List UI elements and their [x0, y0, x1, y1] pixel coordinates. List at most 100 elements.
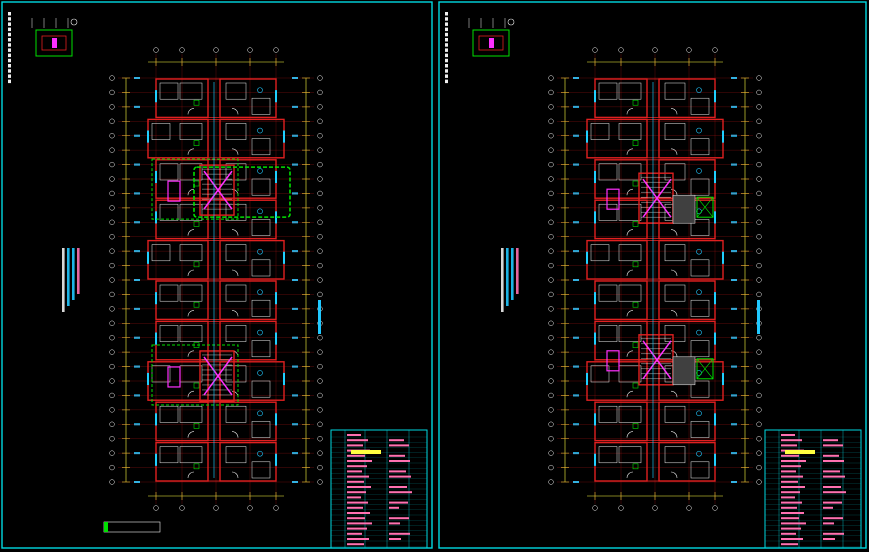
fixture [632, 180, 639, 187]
stair-run [203, 356, 233, 396]
room [179, 325, 203, 342]
axis-bubble-left [109, 176, 115, 182]
axis-bubble-top [213, 47, 219, 53]
axis-bubble-bottom [686, 505, 692, 511]
fixture [696, 127, 702, 134]
scale-bar-box [103, 521, 161, 533]
axis-bubble-left [548, 161, 554, 168]
room [590, 365, 610, 383]
title-block-text [347, 480, 364, 483]
axis-bubble-right [317, 205, 323, 211]
title-block-text [347, 460, 372, 462]
title-block-text [781, 496, 795, 499]
fixture [193, 261, 200, 268]
title-block-text [781, 460, 806, 462]
axis-bubble-left [109, 262, 115, 269]
drawing-sheet-left[interactable] [0, 0, 435, 552]
fixture [696, 87, 702, 93]
drawing-sheet-right[interactable] [437, 0, 869, 552]
caption-glyph [445, 74, 448, 78]
title-block-text [781, 512, 804, 514]
axis-bubble-right [317, 436, 323, 442]
axis-bubble-left [109, 234, 115, 240]
room [664, 163, 686, 181]
cad-drawing[interactable] [0, 0, 435, 552]
cad-drawing[interactable] [437, 0, 869, 552]
stair-run [642, 178, 672, 218]
title-block-text [389, 475, 411, 478]
title-block [764, 429, 862, 549]
caption-glyph [445, 58, 448, 63]
caption-glyph [8, 53, 11, 58]
fixture [696, 248, 702, 255]
axis-bubble-bottom [652, 505, 658, 511]
title-block [330, 429, 428, 549]
fixture [696, 450, 702, 457]
axis-bubble-bottom [618, 505, 624, 511]
door-swing [231, 269, 239, 277]
axis-bubble-left [109, 363, 115, 370]
fixture [257, 450, 263, 457]
equipment-box [696, 358, 714, 380]
door-swing [231, 350, 239, 357]
axis-bubble-right [756, 118, 762, 124]
room [618, 446, 642, 464]
room [179, 82, 203, 100]
axis-bubble-right [317, 378, 323, 384]
revision-cloud [193, 166, 291, 218]
door-swing [670, 431, 678, 438]
room [179, 446, 203, 464]
title-block-text [389, 532, 410, 535]
fixture [193, 301, 200, 308]
room [151, 244, 171, 262]
title-block-text [781, 501, 802, 504]
room [225, 325, 247, 342]
room [598, 163, 618, 181]
title-block-text [781, 538, 803, 540]
title-block-text [389, 486, 407, 488]
caption-glyph [445, 27, 448, 32]
caption-glyph [445, 64, 448, 68]
fixture [193, 99, 200, 106]
key-plan [31, 18, 78, 57]
axis-bubble-right [756, 219, 762, 225]
room [159, 163, 179, 181]
room [179, 284, 203, 302]
axis-bubble-left [548, 378, 554, 384]
door-swing [670, 310, 678, 317]
title-block-text [347, 527, 367, 530]
axis-bubble-top [618, 47, 624, 53]
door-swing [626, 390, 634, 398]
title-block-text [823, 439, 838, 442]
axis-bubble-left [548, 335, 554, 341]
door-swing [231, 390, 239, 398]
room [159, 446, 179, 464]
room [664, 123, 686, 140]
room [179, 244, 203, 262]
axis-bubble-right [317, 133, 323, 139]
title-block-text [347, 512, 370, 514]
room [225, 163, 247, 181]
title-block-text [347, 475, 369, 478]
axis-bubble-right [317, 89, 323, 96]
caption-glyph [8, 48, 11, 52]
fixture [257, 87, 263, 93]
axis-bubble-right [317, 335, 323, 341]
axis-bubble-left [109, 335, 115, 341]
room [690, 380, 710, 398]
scale-bar-mark [104, 522, 108, 532]
stair-core [606, 172, 714, 224]
room [690, 219, 710, 236]
shaded-shaft [672, 194, 696, 224]
caption-glyph [8, 58, 11, 63]
note-line [62, 248, 65, 312]
axis-bubble-top [592, 47, 598, 53]
title-block-text [347, 517, 365, 520]
door-swing [231, 148, 239, 155]
title-block-text [389, 444, 409, 447]
title-block-text [823, 444, 843, 447]
door-swing [187, 471, 195, 479]
axis-bubble-left [109, 378, 115, 384]
door-swing [626, 269, 634, 277]
title-block-text [389, 460, 410, 462]
